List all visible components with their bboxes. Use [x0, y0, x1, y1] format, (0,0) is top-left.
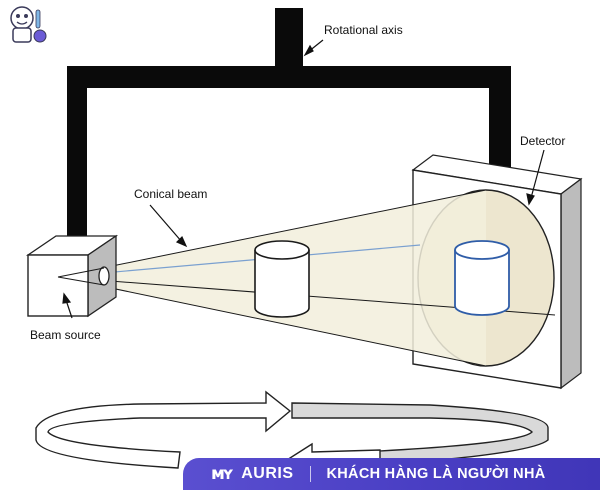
brand-slogan: KHÁCH HÀNG LÀ NGƯỜI NHÀ	[326, 466, 546, 482]
label-beam-source: Beam source	[30, 328, 101, 342]
label-conical-beam: Conical beam	[134, 187, 207, 201]
brand-banner: ᴍʏ AURIS KHÁCH HÀNG LÀ NGƯỜI NHÀ	[183, 458, 600, 490]
object-cylinder	[254, 240, 310, 318]
label-detector: Detector	[520, 134, 565, 148]
projected-cylinder	[454, 240, 510, 316]
beam-source-box	[25, 234, 119, 318]
gantry-arm	[67, 8, 511, 238]
label-rotational-axis: Rotational axis	[324, 23, 403, 37]
tooth-mascot-icon	[10, 6, 47, 43]
brand-name: AURIS	[241, 465, 294, 482]
label-arrows	[62, 39, 545, 319]
beam-aperture	[98, 266, 110, 286]
brand-logo-icon: ᴍʏ	[211, 464, 234, 484]
brand-divider	[309, 466, 311, 482]
